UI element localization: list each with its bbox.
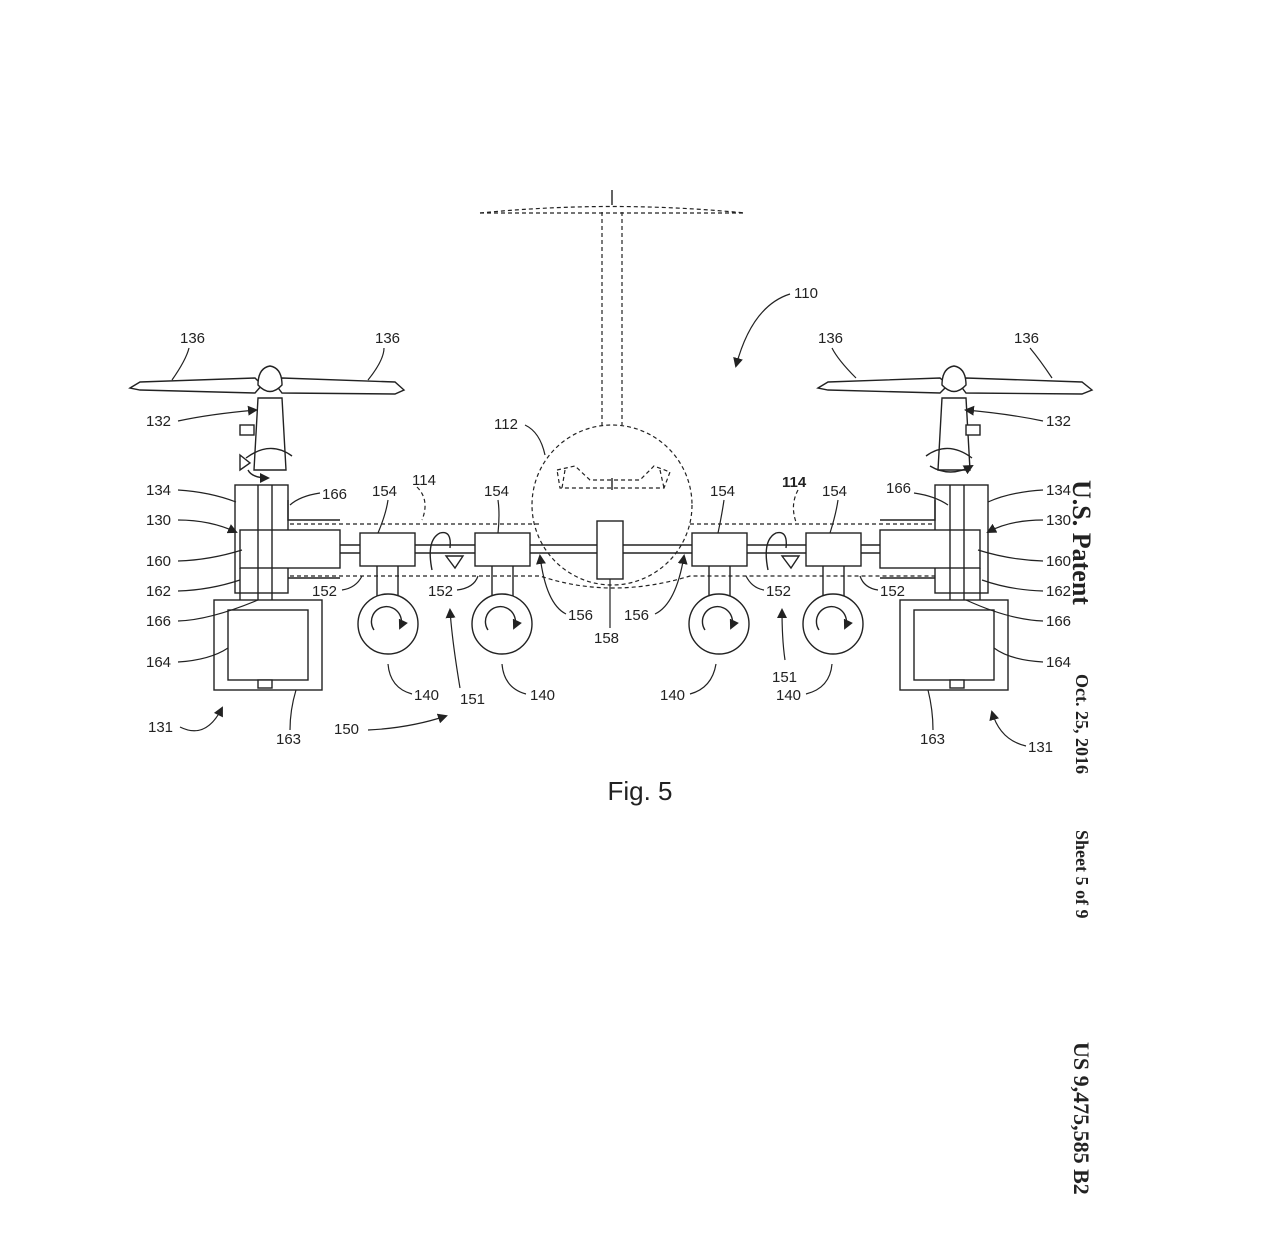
ref-131-right: 131 [1028,739,1053,756]
wing-outline [290,486,935,589]
ref-110: 110 [794,285,818,302]
ref-152-3: 152 [766,583,791,600]
ref-151-left: 151 [460,691,485,708]
ref-164-left: 164 [146,654,171,671]
left-nacelle [128,365,406,691]
ref-164-right: 164 [1046,654,1071,671]
ref-166-left-bottom: 166 [146,613,171,630]
ref-166-right-top: 166 [886,480,911,497]
ref-160-right: 160 [1046,553,1071,570]
ref-114-right: 114 [782,474,807,491]
ref-131-left: 131 [148,719,173,736]
leader-lines [171,293,1053,747]
reference-labels: 110 136 136 136 136 132 132 112 114 114 … [146,285,1071,756]
ref-114-left: 114 [412,472,436,489]
ref-162-left: 162 [146,583,171,600]
ref-134-right: 134 [1046,482,1071,499]
sheet-number: Sheet 5 of 9 [1072,830,1092,919]
aircraft-tail [479,190,746,425]
coupling-boxes [359,532,862,598]
ref-152-1: 152 [312,583,337,600]
ref-132-left: 132 [146,413,171,430]
ref-152-2: 152 [428,583,453,600]
ref-166-left-top: 166 [322,486,347,503]
ref-140-1: 140 [414,687,439,704]
shaft-rotation-indicators [429,531,801,571]
ref-130-right: 130 [1046,512,1071,529]
ref-150: 150 [334,721,359,738]
ref-140-3: 140 [660,687,685,704]
ref-151-right: 151 [772,669,797,686]
ref-156-left: 156 [568,607,593,624]
ref-154-1: 154 [372,483,397,500]
patent-header: U.S. Patent Oct. 25, 2016 Sheet 5 of 9 U… [1060,480,1100,1260]
ref-136-right-inner: 136 [818,330,843,347]
ref-163-right: 163 [920,731,945,748]
engines [357,593,864,655]
ref-152-4: 152 [880,583,905,600]
ref-140-2: 140 [530,687,555,704]
patent-label: U.S. Patent [1067,480,1096,605]
ref-134-left: 134 [146,482,171,499]
drive-shaft [340,520,880,580]
central-gearbox-158 [596,520,624,580]
ref-162-right: 162 [1046,583,1071,600]
aircraft-fuselage [531,424,693,586]
figure-caption: Fig. 5 [607,776,673,806]
ref-136-left-outer: 136 [180,330,205,347]
patent-drawing: 110 136 136 136 136 132 132 112 114 114 … [128,190,1094,756]
patent-date: Oct. 25, 2016 [1072,674,1092,774]
ref-130-left: 130 [146,512,171,529]
ref-160-left: 160 [146,553,171,570]
ref-154-2: 154 [484,483,509,500]
ref-166-right-bottom: 166 [1046,613,1071,630]
ref-163-left: 163 [276,731,301,748]
ref-132-right: 132 [1046,413,1071,430]
right-nacelle [816,365,1094,691]
ref-158: 158 [594,630,619,647]
patent-number: US 9,475,585 B2 [1069,1042,1094,1195]
ref-136-left-inner: 136 [375,330,400,347]
ref-136-right-outer: 136 [1014,330,1039,347]
ref-112: 112 [494,416,518,433]
ref-154-3: 154 [710,483,735,500]
ref-140-4: 140 [776,687,801,704]
ref-154-4: 154 [822,483,847,500]
ref-156-right: 156 [624,607,649,624]
